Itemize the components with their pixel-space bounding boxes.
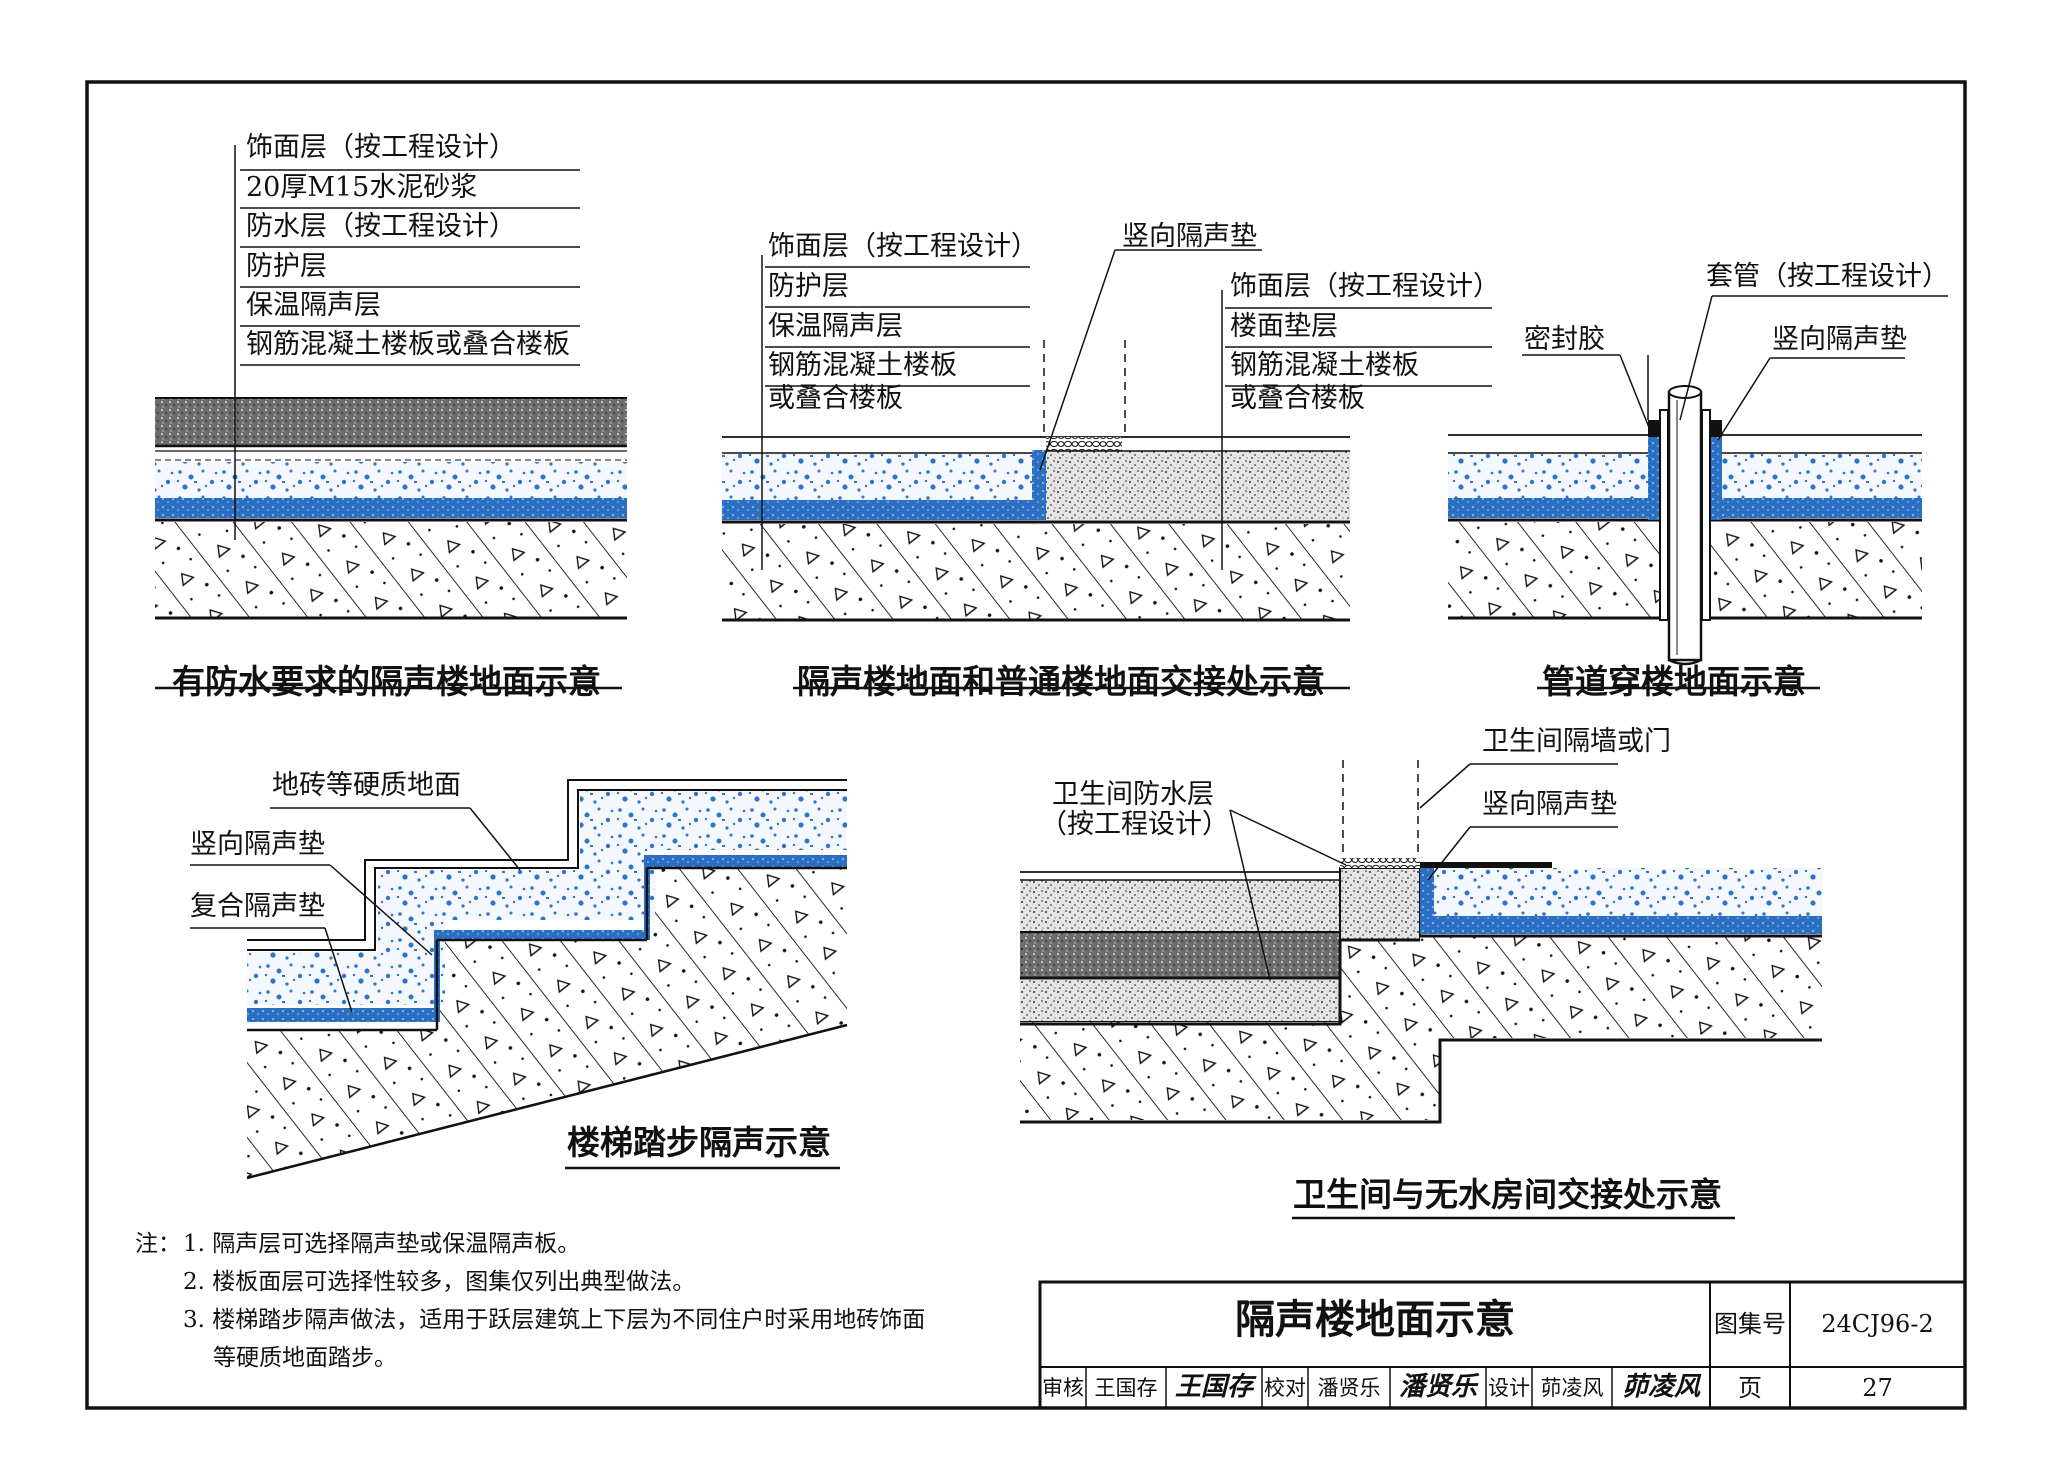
panel4-title: 楼梯踏步隔声示意: [567, 1123, 831, 1162]
page-number: 27: [1862, 1374, 1893, 1402]
panel4-label-hard-floor: 地砖等硬质地面: [272, 770, 461, 801]
panel1-layer-slab: 钢筋混凝土楼板或叠合楼板: [246, 329, 570, 360]
title-block-lines: [1038, 1280, 1967, 1410]
panel2-left-layer-finish: 饰面层（按工程设计）: [768, 231, 1038, 262]
note-item-3-cont: 等硬质地面踏步。: [213, 1345, 397, 1371]
note-item-2: 2. 楼板面层可选择性较多，图集仅列出典型做法。: [183, 1269, 696, 1295]
panel1-layer-waterproof: 防水层（按工程设计）: [246, 211, 516, 242]
panel2-right-layer-cushion: 楼面垫层: [1230, 311, 1338, 342]
panel1-title: 有防水要求的隔声楼地面示意: [172, 662, 601, 701]
review-name: 王国存: [1094, 1376, 1158, 1400]
design-signature: 茆凌风: [1621, 1372, 1700, 1402]
panel5-waterproof-label-1: 卫生间防水层: [1052, 779, 1214, 810]
panel4-label-vertical-pad: 竖向隔声垫: [190, 829, 325, 860]
atlas-label: 图集号: [1714, 1310, 1786, 1338]
panel5-title: 卫生间与无水房间交接处示意: [1293, 1175, 1722, 1214]
panel4-label-composite-pad: 复合隔声垫: [190, 891, 325, 922]
panel1-layer-finish: 饰面层（按工程设计）: [246, 132, 516, 163]
atlas-number: 24CJ96-2: [1821, 1310, 1934, 1338]
panel2-left-layer-slab: 钢筋混凝土楼板: [768, 350, 957, 381]
drawing-title: 隔声楼地面示意: [1235, 1297, 1515, 1343]
panel3-sealant-label: 密封胶: [1524, 324, 1605, 355]
panel-1-waterproof-floor: [155, 145, 627, 690]
panel5-pad-label: 竖向隔声垫: [1482, 789, 1617, 820]
panel3-sleeve-label: 套管（按工程设计）: [1706, 261, 1949, 292]
panel-5-bathroom-junction: [1020, 760, 1822, 1220]
design-label: 设计: [1488, 1376, 1530, 1400]
panel3-pad-label: 竖向隔声垫: [1772, 324, 1907, 355]
review-label: 审核: [1042, 1376, 1084, 1400]
check-name: 潘贤乐: [1317, 1376, 1381, 1400]
panel1-layer-mortar: 20厚M15水泥砂浆: [246, 172, 478, 203]
panel3-title: 管道穿楼地面示意: [1542, 662, 1806, 701]
check-label: 校对: [1264, 1376, 1306, 1400]
note-item-1: 1. 隔声层可选择隔声垫或保温隔声板。: [183, 1231, 581, 1257]
panel2-left-layer-insulation: 保温隔声层: [768, 311, 903, 342]
note-item-3: 3. 楼梯踏步隔声做法，适用于跃层建筑上下层为不同住户时采用地砖饰面: [183, 1307, 926, 1333]
panel-4-stair-step: [190, 779, 848, 1180]
panel5-wall-label: 卫生间隔墙或门: [1482, 726, 1671, 757]
panel1-layer-insulation: 保温隔声层: [246, 290, 381, 321]
panel2-right-layer-finish: 饰面层（按工程设计）: [1230, 271, 1500, 302]
page-label: 页: [1738, 1374, 1762, 1402]
notes-prefix: 注：: [135, 1231, 181, 1257]
panel2-right-layer-slab2: 或叠合楼板: [1230, 383, 1365, 414]
panel2-left-layer-protection: 防护层: [768, 271, 849, 302]
panel-3-pipe-penetration: [1448, 295, 1948, 690]
drawing-frame: [85, 80, 1967, 1410]
panel5-waterproof-label-2: （按工程设计）: [1040, 809, 1229, 840]
check-signature: 潘贤乐: [1398, 1372, 1477, 1402]
panel-2-junction-floor: [722, 249, 1492, 690]
panel2-right-layer-slab: 钢筋混凝土楼板: [1230, 350, 1419, 381]
panel2-title: 隔声楼地面和普通楼地面交接处示意: [797, 662, 1325, 701]
design-name: 茆凌风: [1540, 1376, 1604, 1400]
panel2-pad-label: 竖向隔声垫: [1122, 221, 1257, 252]
review-signature: 王国存: [1174, 1372, 1253, 1402]
panel1-layer-protection: 防护层: [246, 251, 327, 282]
panel2-left-layer-slab2: 或叠合楼板: [768, 383, 903, 414]
